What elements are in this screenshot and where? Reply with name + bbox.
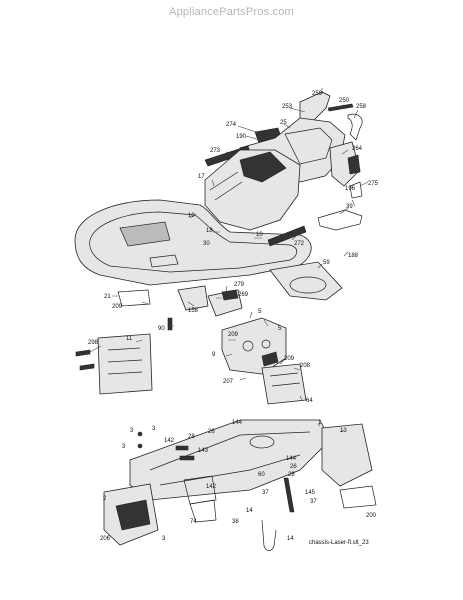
label-28: 28: [188, 434, 195, 440]
label-28b: 28: [288, 472, 295, 478]
panel-64: [261, 363, 307, 405]
label-207: 207: [223, 379, 234, 385]
label-274: 274: [226, 122, 237, 128]
bracket-142: [183, 475, 217, 505]
label-209c: 209: [284, 356, 295, 362]
hood-upper-parts: [204, 91, 363, 231]
pad-279: [221, 289, 239, 301]
label-209b: 209: [228, 332, 239, 338]
label-64: 64: [306, 398, 313, 404]
bolt-90: [167, 317, 173, 331]
label-39: 39: [346, 204, 353, 210]
label-26a: 26: [208, 429, 215, 435]
label-3c: 3: [122, 444, 126, 450]
bracket-74: [189, 499, 217, 523]
plate-59: [269, 261, 343, 301]
label-208: 208: [300, 363, 311, 369]
label-298: 298: [88, 340, 99, 346]
label-143: 143: [198, 448, 209, 454]
label-9: 9: [212, 352, 216, 358]
label-188: 188: [348, 253, 359, 259]
label-21: 21: [104, 294, 111, 300]
label-30: 30: [203, 241, 210, 247]
label-1: 1: [318, 420, 322, 426]
diagram-caption: chassis-Laser-fl.slt_23: [309, 540, 369, 546]
rod-14: [261, 519, 277, 551]
plate-13: [321, 423, 373, 487]
label-25: 25: [280, 120, 287, 126]
label-275: 275: [368, 181, 379, 187]
label-37a: 37: [262, 490, 269, 496]
label-264: 264: [352, 146, 363, 152]
label-279: 279: [234, 282, 245, 288]
label-250: 250: [339, 98, 350, 104]
label-5b: 5: [278, 326, 282, 332]
label-37b: 37: [310, 499, 317, 505]
label-2: 2: [103, 496, 107, 502]
label-258: 258: [356, 104, 367, 110]
label-158: 158: [188, 308, 199, 314]
bracket-21: [117, 289, 151, 307]
label-60: 60: [258, 472, 265, 478]
site-watermark: AppliancePartsPros.com: [169, 6, 294, 18]
label-3d: 3: [162, 536, 166, 542]
label-196: 196: [345, 186, 356, 192]
label-144a: 144: [232, 420, 243, 426]
fender-deck: [74, 199, 312, 286]
label-10b: 10: [256, 232, 263, 238]
dash-panel: [221, 317, 287, 375]
label-18: 18: [206, 228, 213, 234]
label-26b: 26: [290, 464, 297, 470]
label-14b: 14: [287, 536, 294, 542]
bracket-39: [317, 209, 363, 231]
label-209a: 209: [112, 304, 123, 310]
label-142a: 142: [164, 438, 175, 444]
label-144b: 144: [286, 456, 297, 462]
label-253: 253: [282, 104, 293, 110]
label-3a: 3: [130, 428, 134, 434]
label-59: 59: [323, 260, 330, 266]
label-273: 273: [210, 148, 221, 154]
label-200: 200: [366, 513, 377, 519]
frame: [129, 419, 331, 501]
label-11: 11: [126, 336, 133, 342]
holder-158: [177, 285, 209, 311]
rod-145: [283, 477, 295, 513]
label-3b: 3: [152, 426, 156, 432]
label-272: 272: [294, 241, 305, 247]
label-142b: 142: [206, 484, 217, 490]
label-17: 17: [198, 174, 205, 180]
label-14a: 14: [246, 508, 253, 514]
label-190: 190: [236, 134, 247, 140]
leader-lines: [89, 88, 369, 433]
label-269: 269: [238, 292, 249, 298]
label-74: 74: [190, 519, 197, 525]
callout-labels: 259 250 253 258 274 25 190 264 273 275 1…: [88, 91, 379, 542]
label-90: 90: [158, 326, 165, 332]
label-206: 206: [100, 536, 111, 542]
trim-272: [267, 225, 307, 247]
label-145: 145: [305, 490, 316, 496]
panel-11: [97, 333, 153, 395]
label-10a: 10: [188, 213, 195, 219]
label-259: 259: [312, 91, 323, 97]
label-13: 13: [340, 428, 347, 434]
label-5a: 5: [258, 309, 262, 315]
label-38: 38: [232, 519, 239, 525]
